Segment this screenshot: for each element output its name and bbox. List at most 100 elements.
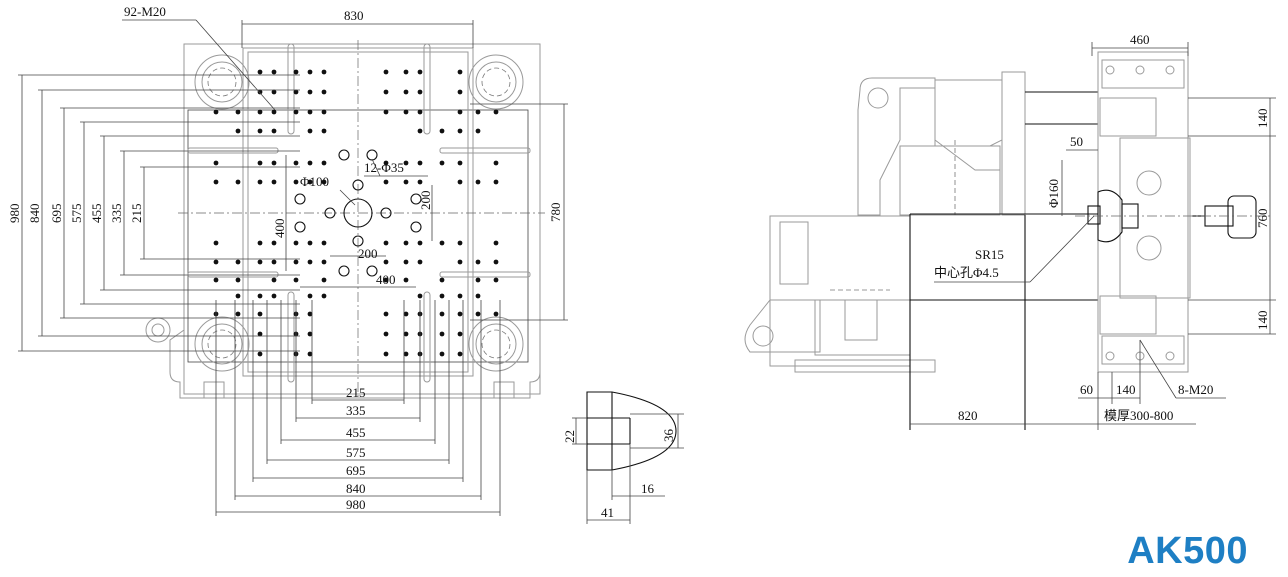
thread-hole [417,293,423,299]
thread-hole [457,331,463,337]
thread-hole [213,109,219,115]
thread-hole [457,259,463,265]
thread-hole [403,240,409,246]
thread-hole [475,179,481,185]
thread-hole [417,69,423,75]
thread-hole [493,277,499,283]
thread-hole [439,240,445,246]
thread-hole [417,109,423,115]
thread-hole [321,277,327,283]
thread-hole [383,109,389,115]
dim-16: 16 [641,481,655,496]
thread-hole [307,128,313,134]
thread-hole [439,128,445,134]
dim-200-horizontal: 200 [358,246,378,261]
thread-hole [257,179,263,185]
side-view: 460 50 Φ160 SR15 中心孔Φ4.5 140 760 140 60 … [744,32,1276,430]
thread-hole [403,109,409,115]
dim-50: 50 [1070,134,1083,149]
thread-hole [475,311,481,317]
thread-hole [475,293,481,299]
dim-140-top: 140 [1255,109,1270,129]
dim-left-455: 455 [89,204,104,224]
dim-bottom-980: 980 [346,497,366,512]
thread-hole [417,179,423,185]
thread-hole [235,311,241,317]
dim-200-vertical: 200 [418,191,433,211]
dim-left-215: 215 [129,204,144,224]
thread-hole [307,240,313,246]
thread-hole [235,109,241,115]
thread-hole [307,179,313,185]
thread-hole [321,69,327,75]
thread-hole [321,259,327,265]
dim-bottom-695: 695 [346,463,366,478]
thread-hole [307,331,313,337]
thread-hole [257,259,263,265]
dim-820: 820 [958,408,978,423]
thread-note-side: 8-M20 [1178,382,1213,397]
thread-hole [235,277,241,283]
thread-hole [439,293,445,299]
thread-hole [403,160,409,166]
thread-hole [257,351,263,357]
thread-hole [213,277,219,283]
dim-400-horizontal: 400 [376,272,396,287]
nozzle-detail-view: 22 36 16 41 [562,391,684,524]
thread-hole [403,179,409,185]
mould-thickness-label: 模厚300-800 [1104,408,1173,423]
thread-hole [293,89,299,95]
thread-hole [321,160,327,166]
thread-hole [321,89,327,95]
thread-hole [383,259,389,265]
thread-hole [293,277,299,283]
thread-hole [235,259,241,265]
thread-hole [457,160,463,166]
dim-bottom-215: 215 [346,385,366,400]
thread-hole [403,311,409,317]
thread-hole [213,179,219,185]
thread-hole [321,240,327,246]
thread-hole [235,179,241,185]
thread-hole [417,240,423,246]
thread-hole [439,160,445,166]
thread-hole [493,160,499,166]
thread-hole [271,128,277,134]
thread-hole [307,351,313,357]
thread-hole [457,351,463,357]
thread-hole [271,259,277,265]
dim-bottom-455: 455 [346,425,366,440]
dia-160: Φ160 [1046,179,1061,208]
thread-hole [257,89,263,95]
thread-hole [383,240,389,246]
dim-830: 830 [344,8,364,23]
sphere-radius-label: SR15 [975,247,1004,262]
thread-hole [439,277,445,283]
dim-left-695: 695 [49,204,64,224]
thread-hole [257,128,263,134]
tie-bar-holes [145,54,524,372]
thread-hole [403,351,409,357]
thread-hole [417,128,423,134]
thread-hole [383,331,389,337]
dim-60: 60 [1080,382,1093,397]
dim-36: 36 [661,429,676,443]
thread-hole [383,277,389,283]
dim-460: 460 [1130,32,1150,47]
thread-hole [321,293,327,299]
thread-hole [457,293,463,299]
thread-hole [293,69,299,75]
thread-hole [475,277,481,283]
thread-hole [403,89,409,95]
dim-bottom-335: 335 [346,403,366,418]
thread-hole [321,179,327,185]
thread-hole [307,89,313,95]
dim-left-980: 980 [7,204,22,224]
thread-hole [457,179,463,185]
dim-140-bottom: 140 [1255,311,1270,331]
thread-hole [383,89,389,95]
ejector-holes-label: 12-Φ35 [364,160,404,175]
